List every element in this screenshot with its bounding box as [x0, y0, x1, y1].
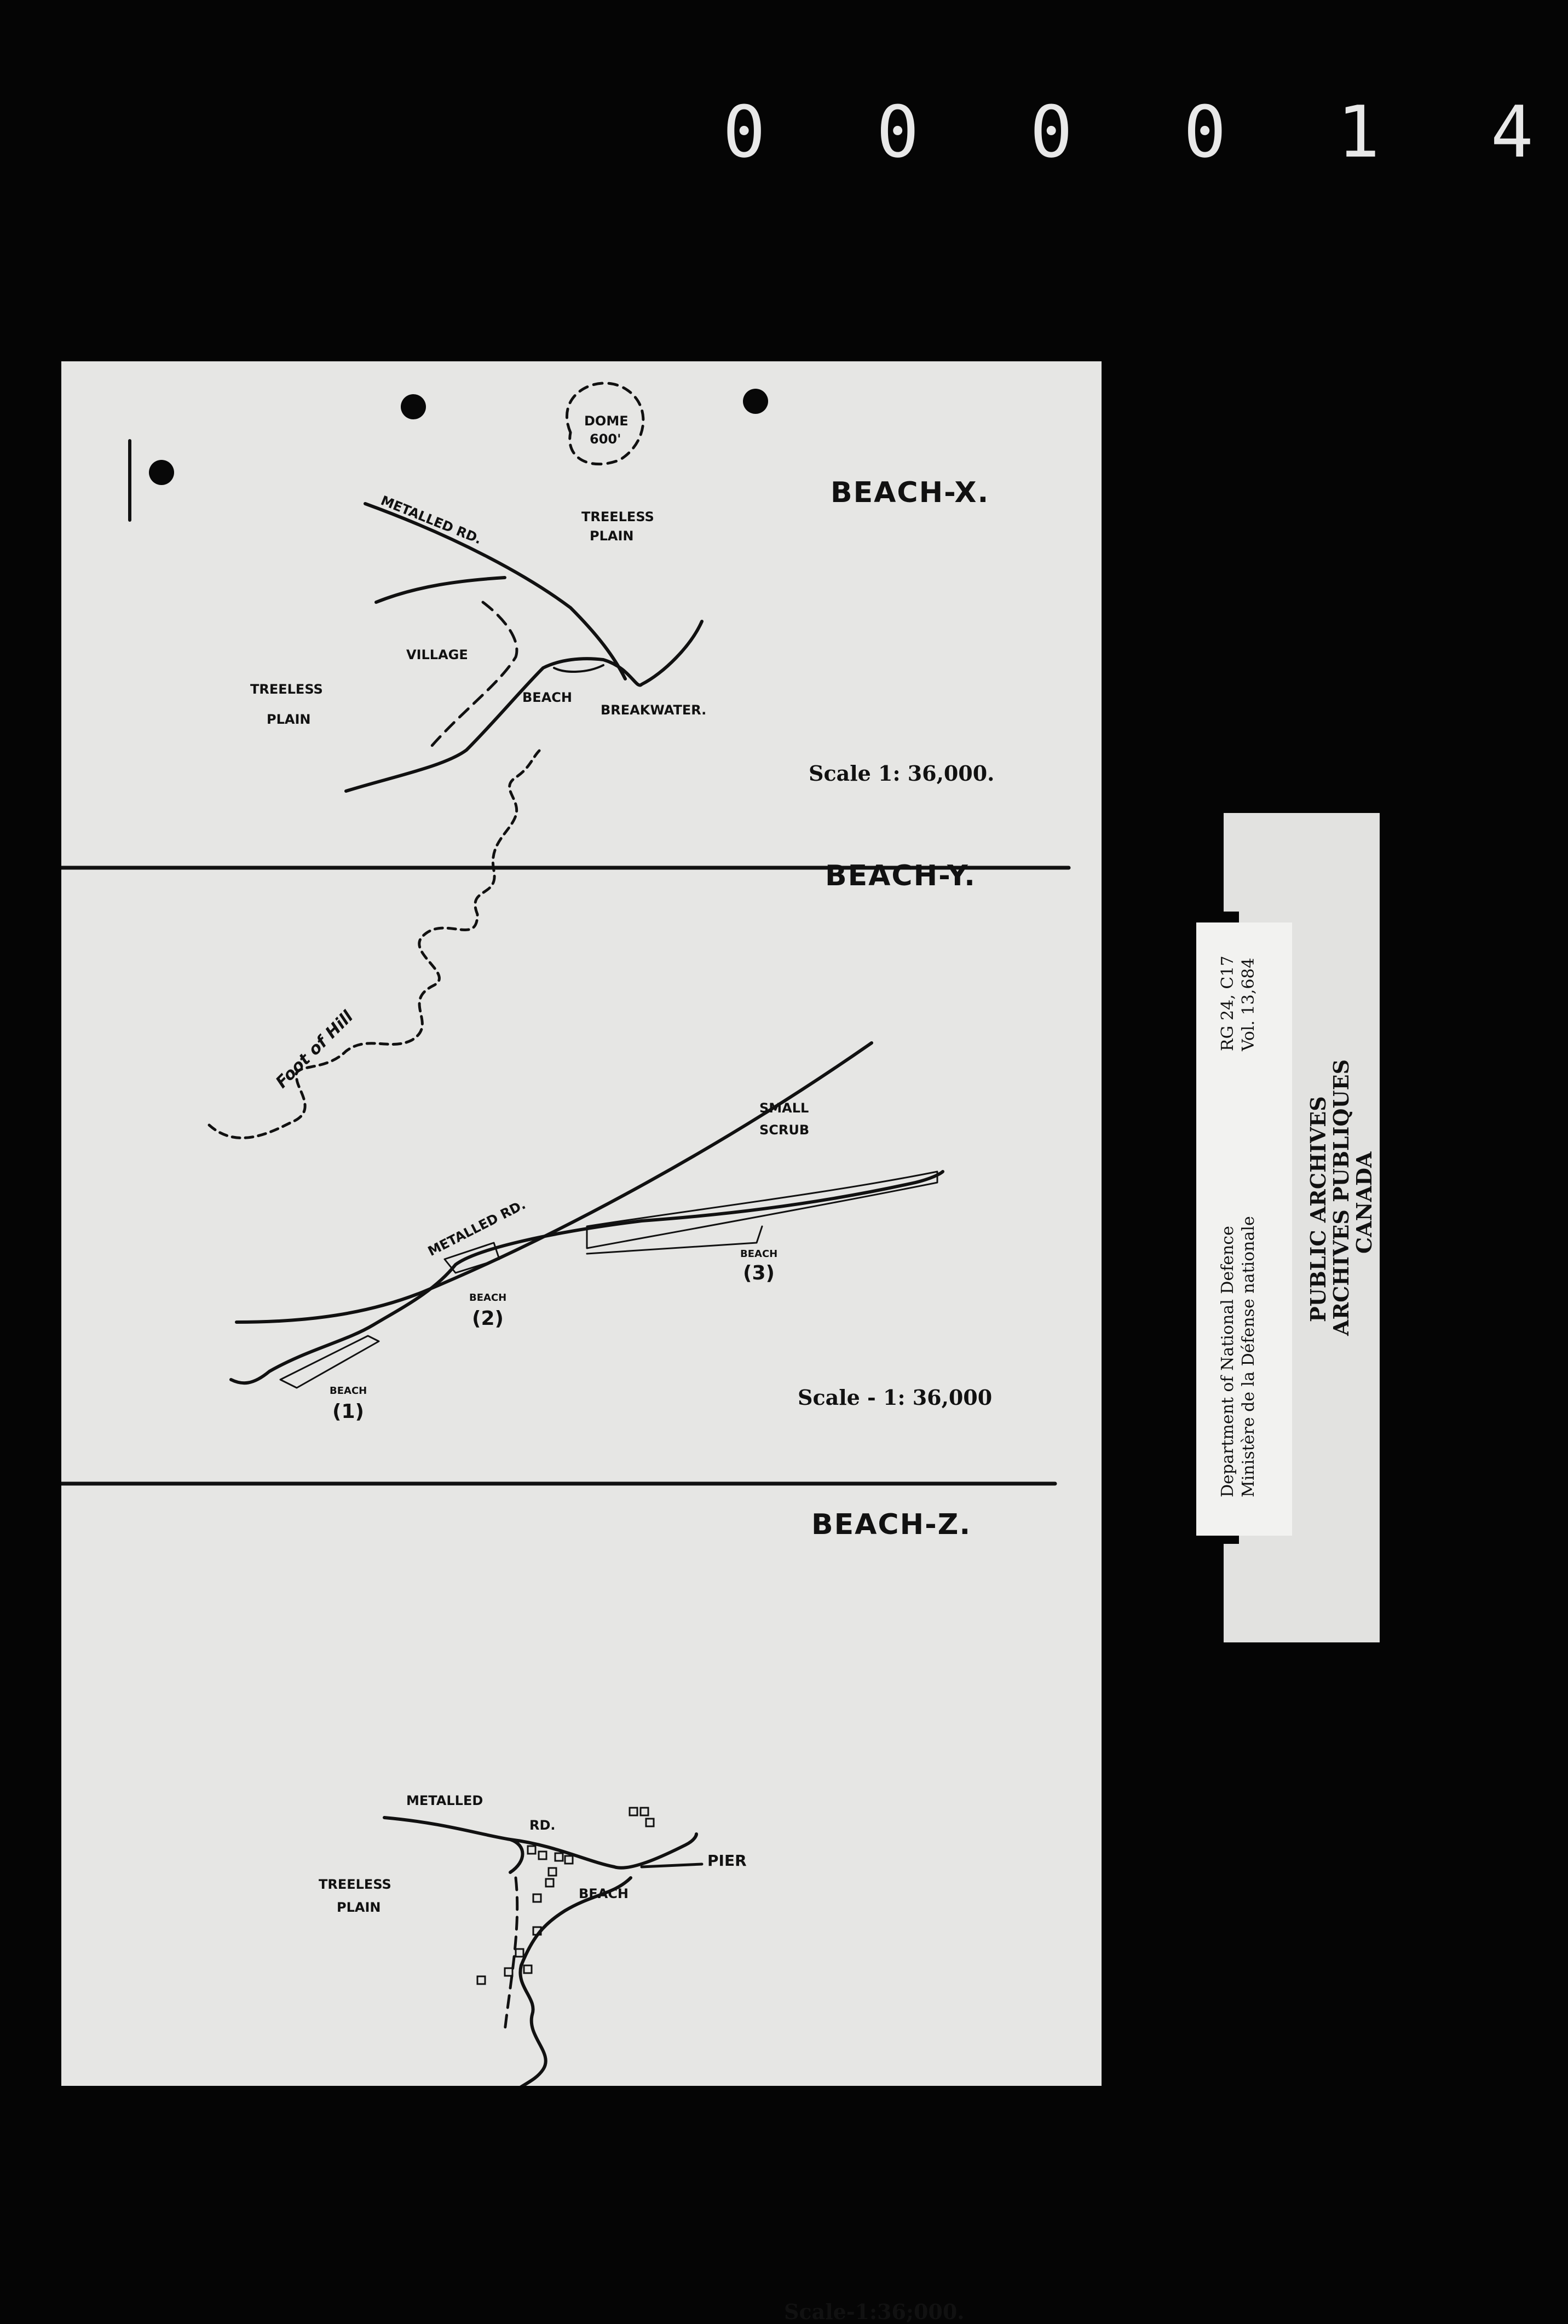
map-y-label-beach-1-num: (1)	[332, 1400, 364, 1423]
coastline-y	[229, 1170, 944, 1385]
metalled-road-x	[364, 502, 627, 681]
map-x-label-treeless-w-2: PLAIN	[267, 712, 311, 727]
map-x-scale: Scale 1: 36,000.	[809, 761, 995, 786]
dome-contour	[566, 382, 645, 466]
track-z	[503, 1876, 519, 2033]
archive-name-line-3: CANADA	[1352, 1151, 1376, 1254]
archive-dept-line-2: Ministère de la Défense nationale	[1239, 1216, 1258, 1497]
metalled-road-z	[383, 1816, 524, 1874]
map-z-title: BEACH-Z.	[811, 1508, 972, 1541]
map-x-label-village: VILLAGE	[406, 647, 468, 662]
map-y-label-beach-2: BEACH	[469, 1292, 507, 1304]
foot-of-hill	[207, 746, 545, 1139]
coastline-x	[344, 620, 704, 793]
map-z-label-treeless-1: TREELESS	[319, 1877, 391, 1892]
map-sheet: DOME 600' METALLED RD. TREELESS PLAIN BE…	[61, 361, 1102, 2324]
metalled-road-y	[235, 1041, 873, 1324]
beach-1-outline	[279, 1335, 380, 1389]
archive-ref-line-2: Vol. 13,684	[1239, 958, 1258, 1051]
archive-ref-line-1: RG 24, C17	[1218, 955, 1237, 1051]
beach-bracket-x	[553, 664, 604, 673]
archive-tab-label: Department of National Defence Ministère…	[1196, 922, 1292, 1536]
map-drawings	[61, 382, 1071, 2086]
pier-z	[640, 1862, 704, 1869]
map-z-label-treeless-2: PLAIN	[337, 1900, 381, 1915]
map-z-scale: Scale-1:36;000.	[784, 2299, 965, 2324]
beach-3-outline	[586, 1170, 938, 1249]
punch-hole	[149, 460, 174, 485]
map-y-label-scrub-2: SCRUB	[759, 1122, 810, 1138]
road-branch-x	[374, 576, 506, 604]
map-y-title: BEACH-Y.	[825, 860, 976, 892]
map-y-label-beach-1: BEACH	[330, 1385, 367, 1397]
archive-name-line-2: ARCHIVES PUBLIQUES	[1329, 1059, 1353, 1336]
map-y-label-beach-3: BEACH	[740, 1248, 778, 1260]
coast-z-north	[509, 1832, 698, 1870]
map-y-scale: Scale - 1: 36,000	[798, 1385, 993, 1410]
archive-name-line-1: PUBLIC ARCHIVES	[1306, 1096, 1330, 1322]
punch-hole	[401, 394, 426, 419]
map-z-label-beach: BEACH	[579, 1886, 629, 1901]
map-x-label-beach: BEACH	[522, 690, 572, 705]
map-y-label-beach-3-num: (3)	[743, 1262, 775, 1284]
map-y-label-small-1: SMALL	[759, 1100, 809, 1116]
map-z-label-metalled: METALLED	[406, 1793, 483, 1808]
map-x-label-dome: DOME	[584, 413, 629, 429]
map-x-label-breakwater: BREAKWATER.	[601, 702, 707, 718]
punch-hole	[743, 389, 768, 414]
map-x-title: BEACH-X.	[831, 476, 990, 509]
coastline-z	[518, 1876, 632, 2086]
archive-dept-line-1: Department of National Defence	[1218, 1226, 1237, 1497]
map-x-label-dome-height: 600'	[590, 431, 621, 447]
track-x	[426, 601, 518, 752]
buildings	[476, 1807, 655, 1985]
beach-2-outline	[443, 1242, 500, 1274]
map-z-label-pier: PIER	[707, 1852, 747, 1870]
map-y-label-beach-2-num: (2)	[472, 1307, 504, 1330]
beach-3-bracket	[586, 1225, 763, 1255]
frame-number: 0 0 0 0 1 4	[723, 90, 1567, 174]
map-z-label-rd: RD.	[529, 1818, 556, 1833]
map-x-label-treeless-ne-1: TREELESS	[581, 509, 654, 524]
map-x-label-treeless-w-1: TREELESS	[250, 682, 323, 697]
map-x-label-treeless-ne-2: PLAIN	[590, 528, 634, 544]
